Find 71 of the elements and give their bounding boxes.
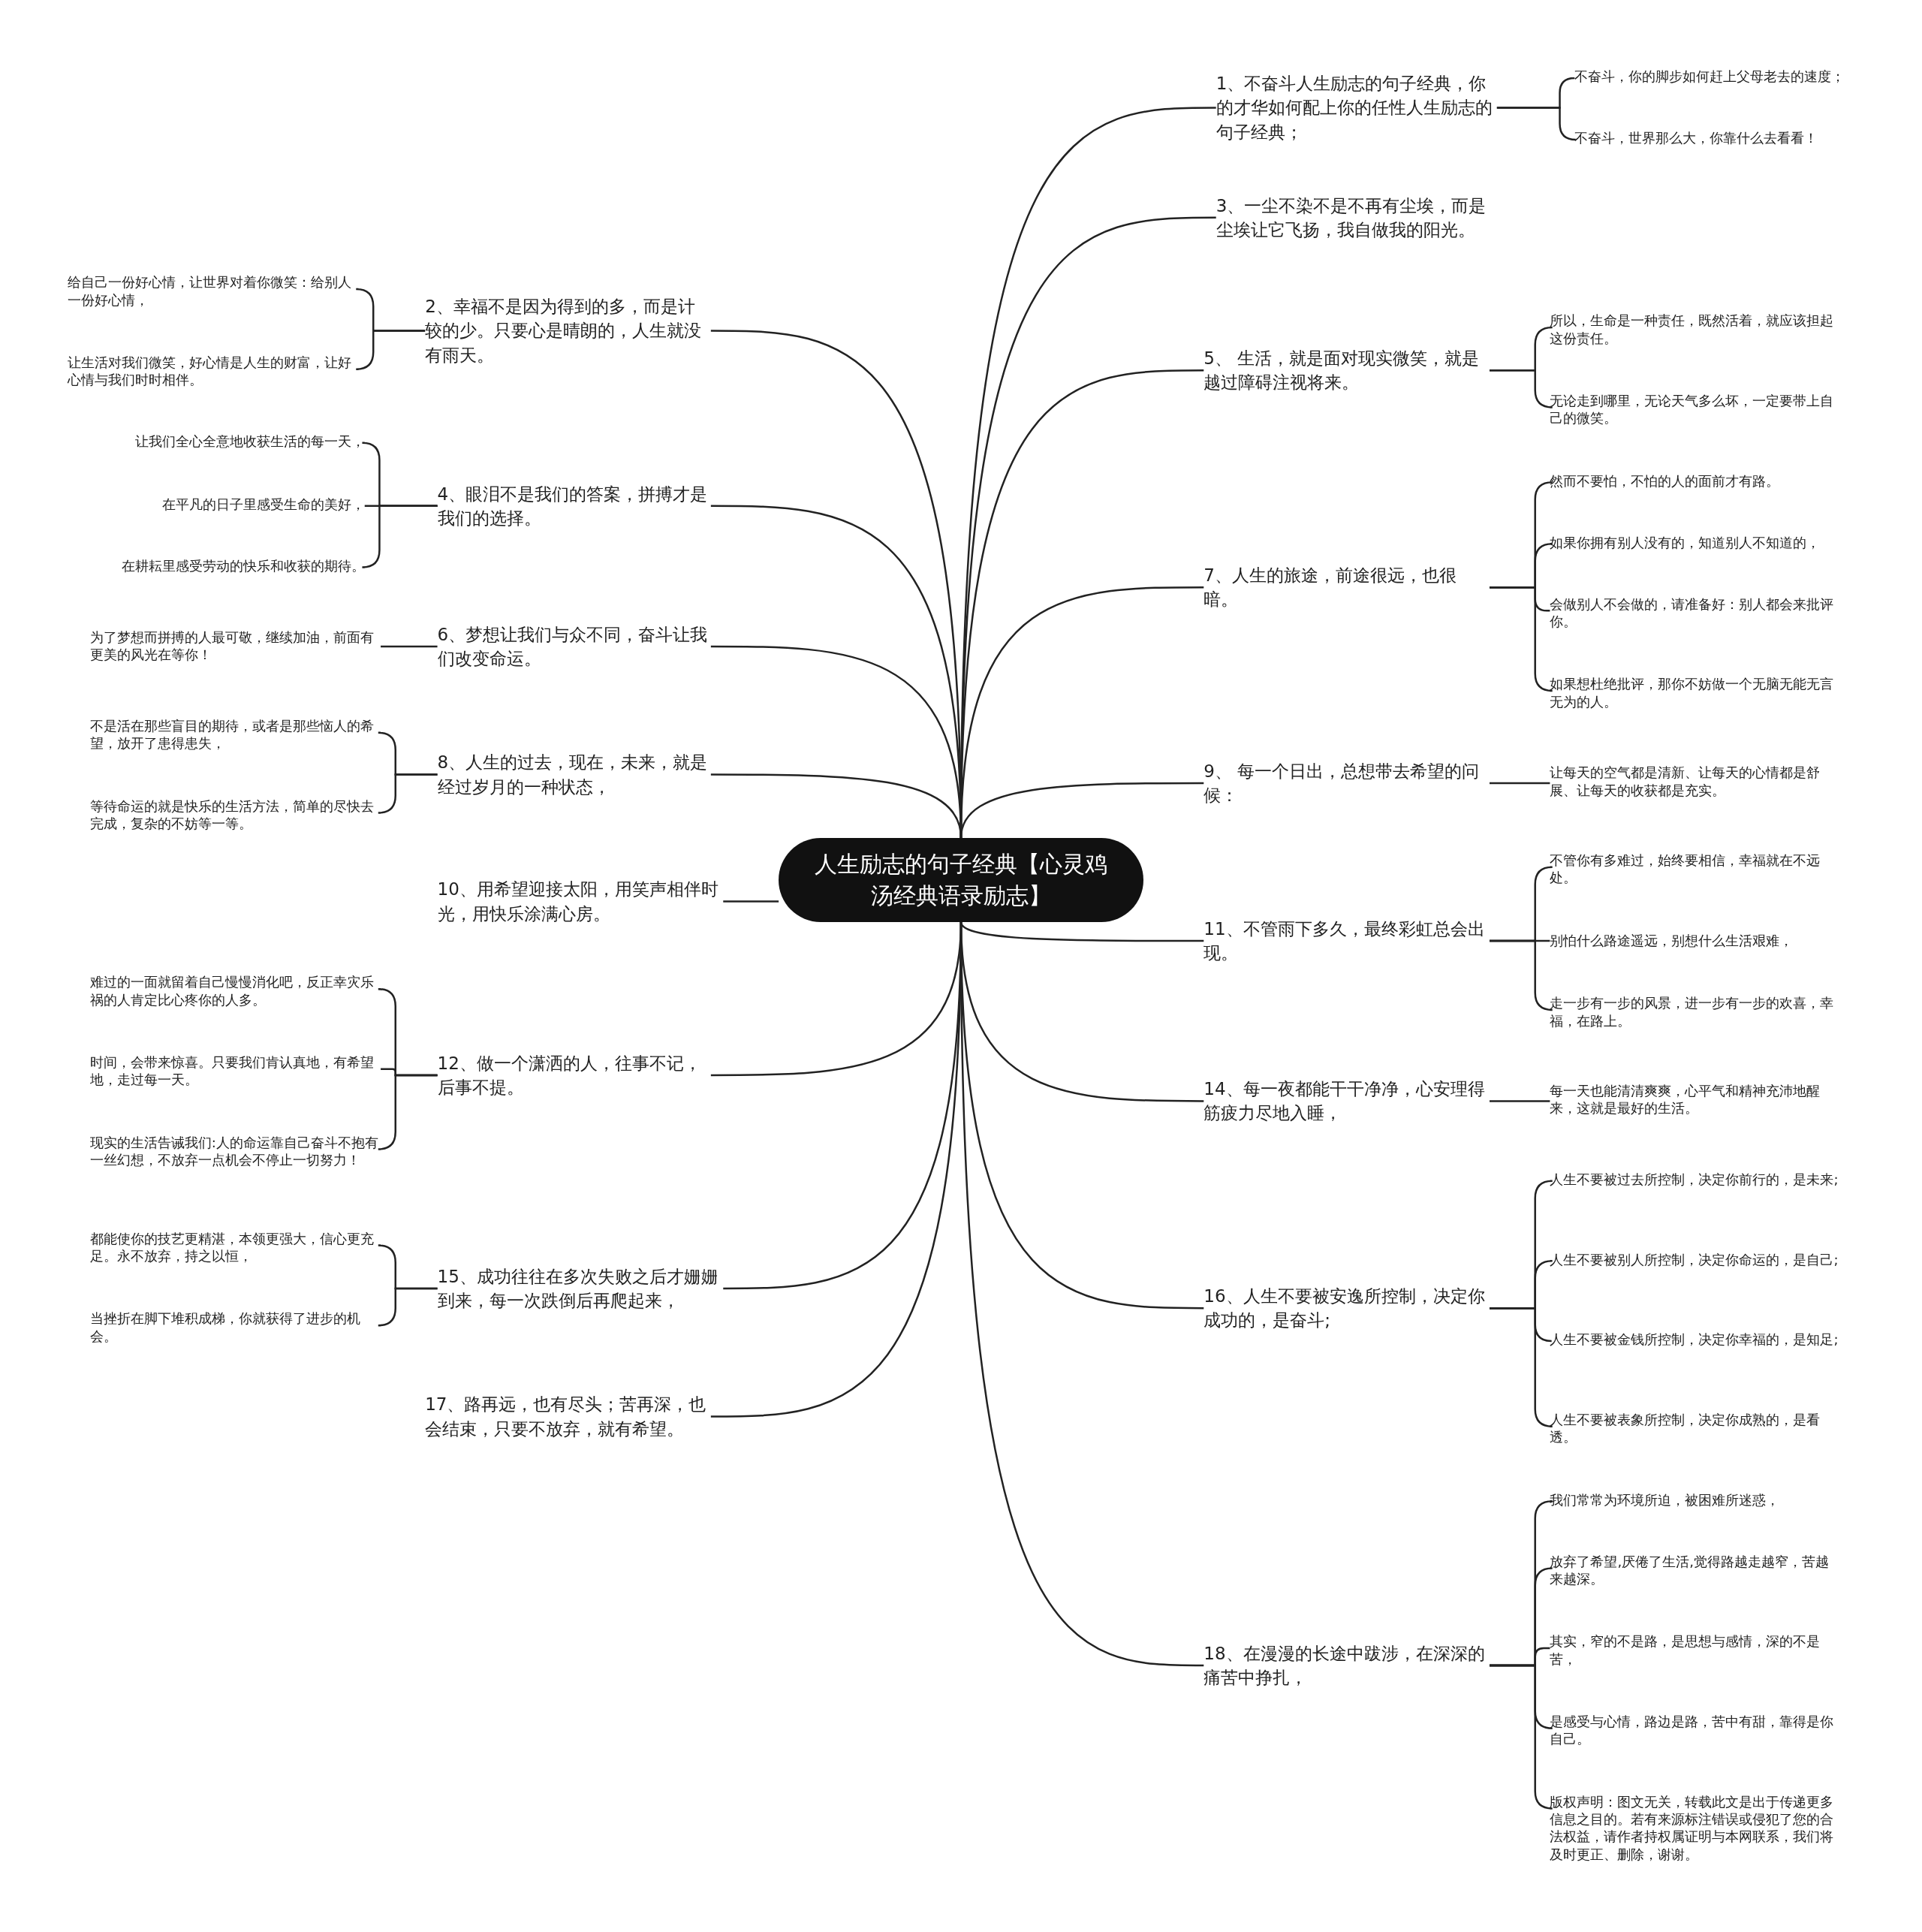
branch-topic: 6、梦想让我们与众不同，奋斗让我们改变命运。 bbox=[437, 622, 711, 671]
branch-topic: 4、眼泪不是我们的答案，拼搏才是我们的选择。 bbox=[437, 481, 711, 530]
leaf-text: 都能使你的技艺更精湛，本领更强大，信心更充足。永不放弃，持之以恒， bbox=[89, 1229, 381, 1265]
leaf-text: 版权声明：图文无关，转载此文是出于传递更多信息之目的。若有来源标注错误或侵犯了您的合法权益，请作者持权属证明与本网联系，我们将及时更正、删除，谢谢。 bbox=[1550, 1792, 1841, 1864]
leaf-text: 等待命运的就是快乐的生活方法，简单的尽快去完成，复杂的不妨等一等。 bbox=[89, 797, 381, 833]
leaf-text: 时间，会带来惊喜。只要我们肯认真地，有希望地，走过每一天。 bbox=[89, 1053, 381, 1089]
leaf-text: 难过的一面就留着自己慢慢消化吧，反正幸灾乐祸的人肯定比心疼你的人多。 bbox=[89, 973, 381, 1009]
leaf-text: 人生不要被金钱所控制，决定你幸福的，是知足; bbox=[1550, 1331, 1841, 1349]
branch-topic: 15、成功往往在多次失败之后才姗姗到来，每一次跌倒后再爬起来， bbox=[437, 1264, 724, 1313]
bracket-connector bbox=[1490, 1307, 1553, 1427]
branch-topic: 3、一尘不染不是不再有尘埃，而是尘埃让它飞扬，我自做我的阳光。 bbox=[1216, 193, 1497, 242]
leaf-text: 然而不要怕，不怕的人的面前才有路。 bbox=[1550, 472, 1841, 490]
leaf-text: 让生活对我们微笑，好心情是人生的财富，让好心情与我们时时相伴。 bbox=[68, 353, 359, 389]
leaf-text: 在平凡的日子里感受生命的美好， bbox=[74, 495, 365, 514]
leaf-text: 在耕耘里感受劳动的快乐和收获的期待。 bbox=[74, 556, 365, 575]
connector-line bbox=[1490, 782, 1550, 785]
branch-topic: 8、人生的过去，现在，未来，就是经过岁月的一种状态， bbox=[437, 750, 711, 799]
branch-topic: 10、用希望迎接太阳，用笑声相伴时光，用快乐涂满心房。 bbox=[437, 877, 724, 926]
connector-curve bbox=[959, 921, 1204, 1667]
leaf-text: 现实的生活告诫我们:人的命运靠自己奋斗不抱有一丝幻想，不放弃一点机会不停止一切努力！ bbox=[89, 1133, 381, 1169]
connector-curve bbox=[959, 782, 1204, 839]
bracket-connector bbox=[1490, 586, 1553, 692]
branch-topic: 12、做一个潇洒的人，往事不记，后事不提。 bbox=[437, 1050, 711, 1100]
leaf-text: 让我们全心全意地收获生活的每一天， bbox=[74, 433, 365, 451]
branch-topic: 9、 每一个日出，总想带去希望的问候： bbox=[1204, 758, 1490, 808]
connector-line bbox=[381, 645, 438, 648]
leaf-text: 其实，窄的不是路，是思想与感情，深的不是苦， bbox=[1550, 1632, 1841, 1668]
branch-topic: 5、 生活，就是面对现实微笑，就是越过障碍注视将来。 bbox=[1204, 346, 1490, 395]
branch-topic: 17、路再远，也有尽头；苦再深，也会结束，只要不放弃，就有希望。 bbox=[425, 1392, 711, 1441]
leaf-text: 我们常常为环境所迫，被困难所迷惑， bbox=[1550, 1490, 1841, 1509]
bracket-connector bbox=[377, 1287, 438, 1327]
bracket-connector bbox=[1490, 939, 1553, 1011]
leaf-text: 如果你拥有别人没有的，知道别人不知道的， bbox=[1550, 533, 1841, 551]
leaf-text: 为了梦想而拼搏的人最可敬，继续加油，前面有更美的风光在等你！ bbox=[89, 628, 381, 664]
leaf-text: 人生不要被表象所控制，决定你成熟的，是看透。 bbox=[1550, 1410, 1841, 1446]
connector-curve bbox=[959, 921, 1204, 942]
central-topic: 人生励志的句子经典【心灵鸡汤经典语录励志】 bbox=[779, 837, 1143, 922]
leaf-text: 不是活在那些盲目的期待，或者是那些恼人的希望，放开了患得患失， bbox=[89, 717, 381, 752]
bracket-connector bbox=[1490, 369, 1553, 408]
branch-topic: 11、不管雨下多久，最终彩虹总会出现。 bbox=[1204, 916, 1490, 966]
bracket-connector bbox=[361, 505, 438, 568]
branch-topic: 7、人生的旅途，前途很远，也很暗。 bbox=[1204, 562, 1490, 612]
leaf-text: 不奋斗，你的脚步如何赶上父母老去的速度； bbox=[1574, 68, 1871, 86]
bracket-connector bbox=[1496, 107, 1577, 141]
leaf-text: 每一天也能清清爽爽，心平气和精神充沛地醒来，这就是最好的生活。 bbox=[1550, 1081, 1841, 1117]
leaf-text: 人生不要被过去所控制，决定你前行的，是未来; bbox=[1550, 1170, 1841, 1189]
leaf-text: 所以，生命是一种责任，既然活着，就应该担起这份责任。 bbox=[1550, 312, 1841, 347]
connector-line bbox=[1490, 1100, 1550, 1102]
leaf-text: 放弃了希望,厌倦了生活,觉得路越走越窄，苦越来越深。 bbox=[1550, 1552, 1841, 1588]
bracket-connector bbox=[377, 773, 438, 814]
branch-topic: 18、在漫漫的长途中跋涉，在深深的痛苦中挣扎， bbox=[1204, 1641, 1490, 1690]
leaf-text: 当挫折在脚下堆积成梯，你就获得了进步的机会。 bbox=[89, 1310, 381, 1346]
leaf-text: 给自己一份好心情，让世界对着你微笑：给别人一份好心情， bbox=[68, 273, 359, 309]
leaf-text: 无论走到哪里，无论天气多么坏，一定要带上自己的微笑。 bbox=[1550, 391, 1841, 427]
bracket-connector bbox=[377, 1074, 438, 1150]
branch-topic: 2、幸福不是因为得到的多，而是计较的少。只要心是晴朗的，人生就没有雨天。 bbox=[425, 294, 711, 367]
leaf-text: 让每天的空气都是清新、让每天的心情都是舒展、让每天的收获都是充实。 bbox=[1550, 764, 1841, 800]
bracket-connector bbox=[1490, 1664, 1553, 1810]
leaf-text: 不奋斗，世界那么大，你靠什么去看看！ bbox=[1574, 129, 1871, 147]
branch-topic: 14、每一夜都能干干净净，心安理得筋疲力尽地入睡， bbox=[1204, 1077, 1490, 1126]
branch-topic: 16、人生不要被安逸所控制，决定你成功的，是奋斗; bbox=[1204, 1283, 1490, 1333]
connector-curve bbox=[723, 900, 779, 903]
leaf-text: 如果想杜绝批评，那你不妨做一个无脑无能无言无为的人。 bbox=[1550, 675, 1841, 711]
leaf-text: 是感受与心情，路边是路，苦中有甜，靠得是你自己。 bbox=[1550, 1713, 1841, 1748]
bracket-connector bbox=[355, 330, 426, 370]
leaf-text: 不管你有多难过，始终要相信，幸福就在不远处。 bbox=[1550, 851, 1841, 887]
branch-topic: 1、不奋斗人生励志的句子经典，你的才华如何配上你的任性人生励志的句子经典； bbox=[1216, 71, 1497, 144]
leaf-text: 走一步有一步的风景，进一步有一步的欢喜，幸福，在路上。 bbox=[1550, 994, 1841, 1030]
leaf-text: 会做别人不会做的，请准备好：别人都会来批评你。 bbox=[1550, 595, 1841, 631]
leaf-text: 人生不要被别人所控制，决定你命运的，是自己; bbox=[1550, 1250, 1841, 1269]
leaf-text: 别怕什么路途遥远，别想什么生活艰难， bbox=[1550, 931, 1841, 949]
